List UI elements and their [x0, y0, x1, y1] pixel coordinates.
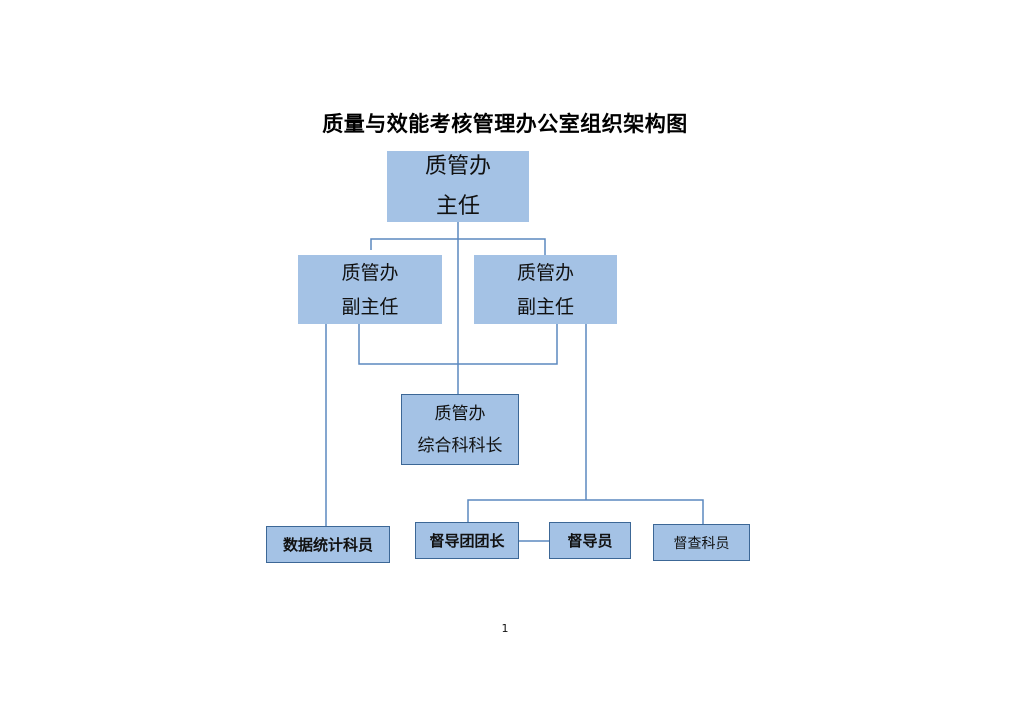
general-chief-line-2: 综合科科长 [417, 435, 503, 456]
supervision-team-leader-box: 督导团团长 [415, 522, 519, 559]
director-line-1: 质管办 [424, 153, 491, 179]
general-section-chief-box: 质管办 综合科科长 [401, 394, 519, 465]
director-box: 质管办 主任 [387, 151, 529, 222]
connector-supervision-bus [467, 499, 704, 524]
deputy-left-line-1: 质管办 [341, 261, 399, 284]
inspection-clerk-box: 督查科员 [653, 524, 750, 561]
deputy-director-left-box: 质管办 副主任 [298, 255, 442, 324]
director-line-2: 主任 [435, 193, 480, 219]
page-number: 1 [501, 622, 509, 635]
deputy-director-right-box: 质管办 副主任 [474, 255, 617, 324]
inspection-clerk-label: 督查科员 [673, 535, 730, 552]
deputy-left-line-2: 副主任 [341, 295, 399, 318]
chart-title: 质量与效能考核管理办公室组织架构图 [322, 112, 688, 136]
data-statistician-box: 数据统计科员 [266, 526, 390, 563]
connector-deputies-join [358, 324, 558, 365]
deputy-right-line-1: 质管办 [516, 261, 574, 284]
supervision-team-leader-label: 督导团团长 [429, 532, 505, 550]
data-statistician-label: 数据统计科员 [282, 536, 373, 554]
deputy-right-line-2: 副主任 [516, 295, 574, 318]
supervisor-box: 督导员 [549, 522, 631, 559]
general-chief-line-1: 质管办 [434, 403, 486, 424]
supervisor-label: 督导员 [567, 532, 613, 550]
